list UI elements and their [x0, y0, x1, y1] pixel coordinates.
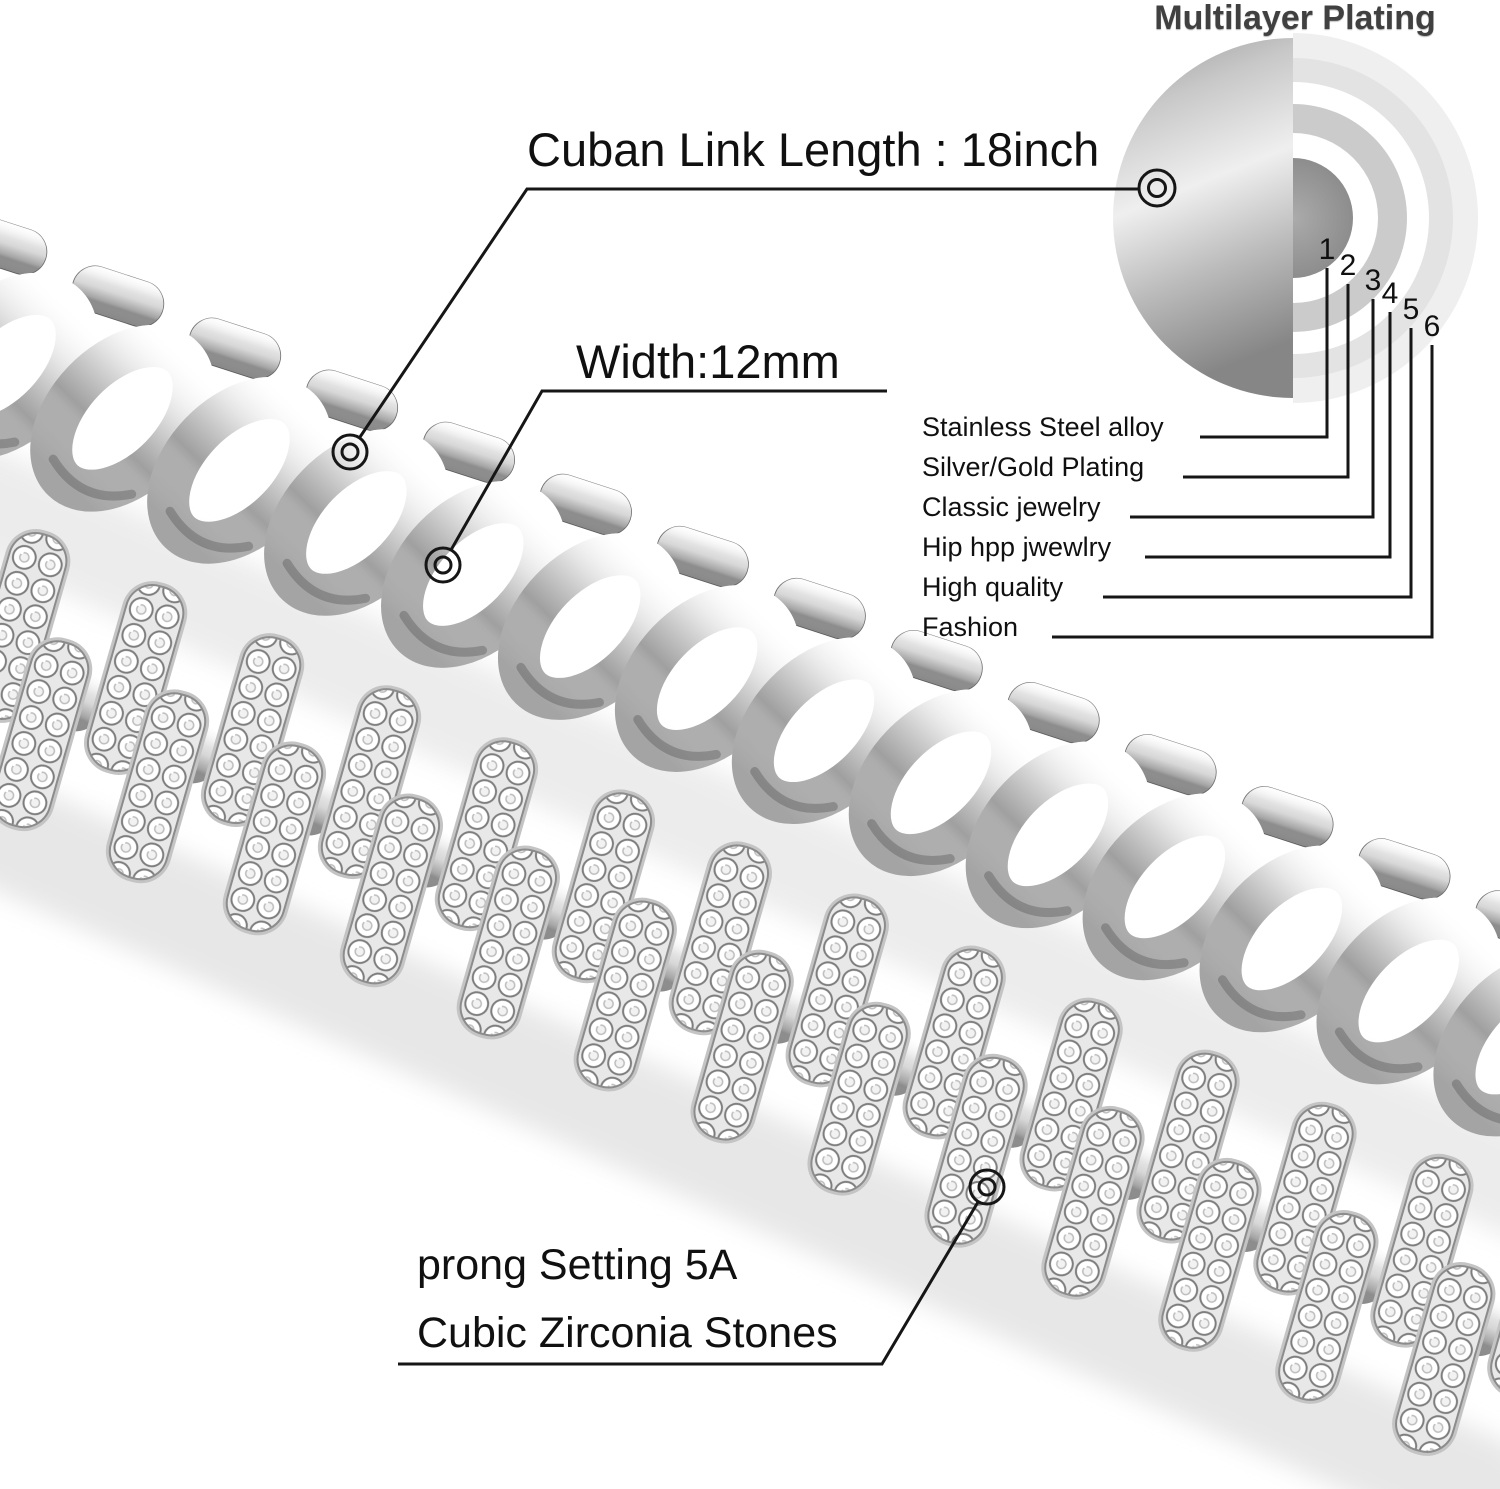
layer-line-4: [1145, 312, 1392, 559]
layer-number-1: 1: [1318, 233, 1336, 266]
width-target-ring: [424, 546, 462, 584]
layer-label-2: Silver/Gold Plating: [922, 452, 1145, 482]
length-leader-line: [358, 187, 1139, 438]
plating-rings: [1293, 33, 1478, 403]
length-callout: Cuban Link Length : 18inch: [527, 123, 1100, 176]
prong-leader-line: [398, 1201, 980, 1366]
length-target-dot-diagram: [1147, 178, 1167, 198]
layer-label-1: Stainless Steel alloy: [922, 412, 1164, 442]
plating-semicircle: [1113, 38, 1293, 398]
width-target-dot: [433, 555, 453, 575]
length-target-dot-chain: [340, 442, 360, 462]
layer-line-6: [1052, 345, 1434, 639]
layer-number-4: 4: [1381, 277, 1399, 310]
layer-label-4: Hip hpp jwewlry: [922, 532, 1112, 562]
layer-line-1: [1200, 268, 1329, 439]
layer-label-6: Fashion: [922, 612, 1019, 642]
diagram-title: Multilayer Plating: [1154, 0, 1436, 37]
annotation-lines: [331, 168, 1434, 1366]
plain-cuban-chain: [0, 156, 1500, 1266]
layer-label-5: High quality: [922, 572, 1064, 602]
width-callout: Width:12mm: [576, 335, 840, 388]
layer-number-6: 6: [1423, 310, 1441, 343]
width-leader-line: [449, 389, 887, 551]
length-target-ring-chain: [331, 433, 369, 471]
layer-label-3: Classic jewelry: [922, 492, 1101, 522]
iced-cuban-chain: [0, 460, 1500, 1489]
layer-line-2: [1183, 284, 1350, 479]
layer-number-2: 2: [1339, 249, 1357, 282]
prong-target-ring: [968, 1168, 1006, 1206]
layer-number-3: 3: [1364, 264, 1382, 297]
layer-line-5: [1103, 328, 1413, 599]
prong-callout-line2: Cubic Zirconia Stones: [417, 1309, 838, 1357]
prong-callout-line1: prong Setting 5A: [417, 1241, 738, 1289]
prong-target-dot: [977, 1177, 997, 1197]
layer-number-5: 5: [1402, 293, 1420, 326]
layer-line-3: [1130, 299, 1375, 519]
multilayer-plating-diagram: [1113, 33, 1478, 403]
length-target-ring-diagram: [1137, 168, 1177, 208]
